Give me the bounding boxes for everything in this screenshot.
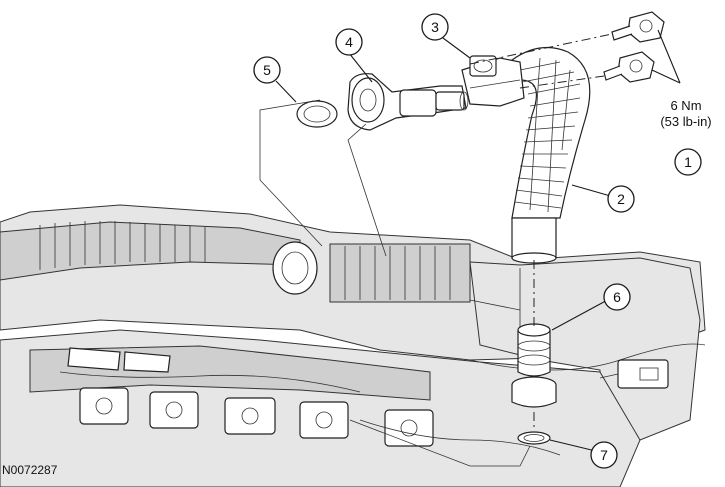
callout-1-label: 1 <box>684 154 692 170</box>
callout-2: 2 <box>607 185 635 213</box>
bolt-lower <box>603 51 655 83</box>
torque-spec-lbin: (53 lb-in) <box>660 114 712 129</box>
callout-7-label: 7 <box>600 447 608 463</box>
callout-2-label: 2 <box>617 191 625 207</box>
quick-connect-part-3 <box>461 55 525 107</box>
callout-6-label: 6 <box>613 289 621 305</box>
pcv-hose-part-2 <box>511 46 591 264</box>
callout-4: 4 <box>335 28 363 56</box>
engine-assembly <box>0 204 706 487</box>
callout-1: 1 <box>674 148 702 176</box>
torque-spec: 6 Nm (53 lb-in) <box>648 98 724 130</box>
callout-3-label: 3 <box>431 19 439 35</box>
valve-part-4 <box>347 73 469 131</box>
callout-4-label: 4 <box>345 34 353 50</box>
gasket-part-5 <box>296 100 338 128</box>
figure-reference-code: N0072287 <box>2 463 58 477</box>
alignment-lines <box>259 33 613 467</box>
callout-6: 6 <box>603 283 631 311</box>
callout-5-label: 5 <box>263 62 271 78</box>
pcv-valve-part <box>517 323 551 377</box>
callout-3: 3 <box>421 13 449 41</box>
o-ring-part-7 <box>517 431 551 445</box>
torque-spec-nm: 6 Nm <box>670 98 702 113</box>
bolt-upper <box>611 11 665 43</box>
callout-5: 5 <box>253 56 281 84</box>
callout-7: 7 <box>590 441 618 469</box>
